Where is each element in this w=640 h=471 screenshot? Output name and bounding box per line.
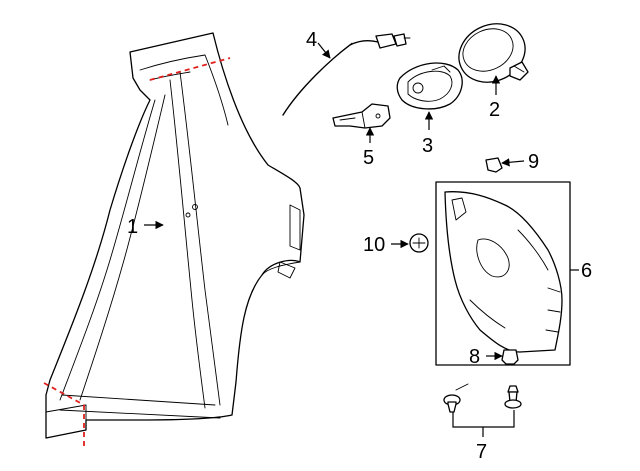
callout-4: 4 xyxy=(306,29,317,51)
callout-7: 7 xyxy=(476,441,487,463)
callout-10: 10 xyxy=(363,234,385,256)
bracket-7 xyxy=(452,410,515,437)
callout-8: 8 xyxy=(469,346,480,368)
callout-2: 2 xyxy=(489,99,500,121)
leader-4 xyxy=(317,42,331,59)
bracket xyxy=(332,103,391,129)
callout-5: 5 xyxy=(363,147,374,169)
clip-9 xyxy=(485,157,503,173)
plug-10 xyxy=(409,233,429,253)
fuel-door xyxy=(458,23,529,83)
leader-9 xyxy=(501,158,525,167)
quarter-panel xyxy=(43,32,305,446)
callout-3: 3 xyxy=(422,135,433,157)
screw-left xyxy=(443,383,469,413)
wheelhouse-liner xyxy=(444,191,563,353)
callout-1: 1 xyxy=(127,216,138,238)
clip-8 xyxy=(501,349,519,365)
callout-6: 6 xyxy=(581,260,592,282)
release-cable xyxy=(282,33,411,116)
callout-9: 9 xyxy=(528,151,539,173)
screw-right xyxy=(504,385,522,409)
fuel-housing xyxy=(396,62,463,110)
